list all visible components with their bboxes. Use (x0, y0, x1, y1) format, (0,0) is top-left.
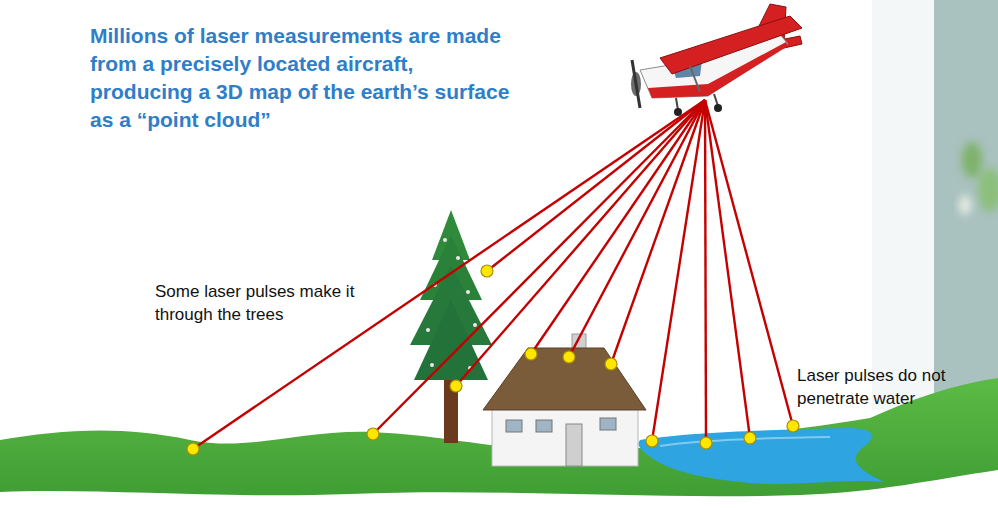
return-point (787, 420, 799, 432)
snow-speck (443, 238, 447, 242)
aircraft (631, 4, 802, 116)
wheel (714, 104, 722, 112)
propeller (632, 60, 640, 108)
laser-beam (611, 100, 705, 364)
background-panel (872, 0, 936, 410)
laser-beam (705, 100, 706, 443)
water (639, 428, 885, 484)
foliage-blob (959, 195, 971, 215)
laser-beam (531, 100, 705, 354)
return-point (605, 358, 617, 370)
return-point (646, 435, 658, 447)
house-roof (483, 348, 646, 410)
annotation-label: Laser pulses do not penetrate water (797, 364, 987, 410)
foliage-blob (962, 142, 982, 178)
return-point (525, 348, 537, 360)
laser-beam (193, 100, 705, 449)
laser-beam (652, 100, 705, 441)
annotation-label: Some laser pulses make it through the tr… (155, 280, 355, 326)
snow-speck (430, 363, 434, 367)
snow-speck (456, 256, 460, 260)
wing (660, 16, 802, 74)
return-point (367, 428, 379, 440)
snow-speck (473, 323, 477, 327)
return-point (744, 432, 756, 444)
snow-speck (426, 328, 430, 332)
return-point (563, 351, 575, 363)
return-point (481, 265, 493, 277)
tree-layer (414, 300, 488, 380)
laser-beam (373, 100, 705, 434)
tree-snow (426, 238, 477, 370)
return-point (700, 437, 712, 449)
laser-beam (705, 100, 793, 426)
house-window (536, 420, 552, 432)
house-window (600, 418, 616, 430)
return-point (450, 380, 462, 392)
return-point (187, 443, 199, 455)
house-door (566, 424, 582, 466)
laser-beam (705, 100, 750, 438)
wing-strut (690, 66, 700, 92)
laser-beam (487, 100, 705, 271)
heading-text: Millions of laser measurements are made … (90, 22, 510, 134)
foliage-blob (978, 168, 998, 212)
house-window (506, 420, 522, 432)
laser-beams (193, 100, 793, 449)
wheel (674, 108, 682, 116)
snow-speck (466, 290, 470, 294)
blurred-foliage (959, 142, 998, 215)
